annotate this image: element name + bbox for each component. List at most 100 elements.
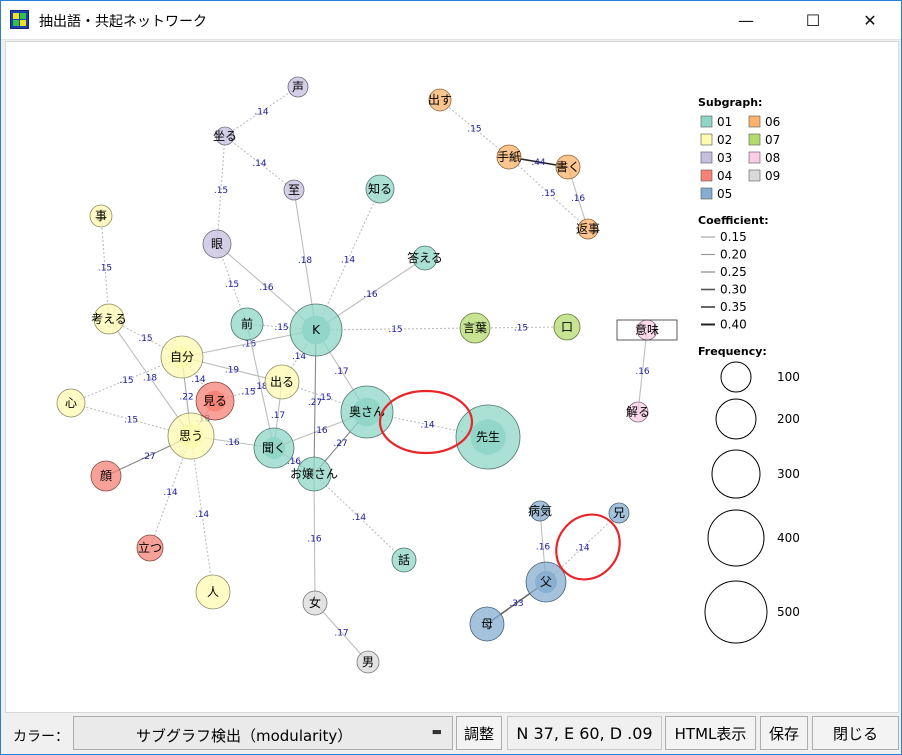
node-至[interactable]: 至	[283, 179, 305, 201]
node-label: 出る	[270, 375, 294, 389]
edge-weight-label: .22	[179, 393, 193, 403]
network-canvas[interactable]: .14.14.15.18.14.16.16.15.15.15.15.44.15.…	[5, 41, 899, 713]
node-circle	[287, 76, 309, 98]
node-返事[interactable]: 返事	[576, 218, 600, 240]
node-立つ[interactable]: 立つ	[136, 534, 164, 562]
adjust-button[interactable]: 調整	[456, 716, 502, 750]
legend-swatch	[748, 151, 761, 164]
legend-subgraph-id: 04	[717, 169, 732, 183]
node-label: 女	[309, 595, 321, 610]
edge-weight-label: .15	[241, 388, 255, 398]
node-書く[interactable]: 書く	[555, 154, 581, 180]
node-label: 立つ	[138, 540, 162, 555]
legend-swatch	[748, 133, 761, 146]
node-兄[interactable]: 兄	[608, 502, 630, 524]
legend-frequency-title: Frequency:	[698, 345, 767, 358]
node-言葉[interactable]: 言葉	[459, 312, 491, 344]
color-mode-dropdown[interactable]: サブグラフ検出（modularity） ▬	[73, 716, 453, 750]
html-view-button[interactable]: HTML表示	[665, 716, 756, 750]
node-circle	[529, 500, 551, 522]
highlight-ellipse	[555, 513, 621, 581]
node-見る[interactable]: 見る	[195, 381, 235, 421]
edge-weight-label: .14	[341, 256, 356, 266]
node-解る[interactable]: 解る	[626, 401, 650, 423]
node-circle	[608, 502, 630, 524]
legend-frequency-value: 100	[777, 370, 800, 384]
node-男[interactable]: 男	[356, 650, 380, 674]
node-circle	[496, 144, 522, 170]
edge-考える-思う	[108, 318, 192, 437]
title-bar: 抽出語・共起ネットワーク — ☐ ✕	[1, 1, 901, 40]
maximize-icon: ☐	[805, 10, 821, 30]
node-出す[interactable]: 出す	[428, 88, 452, 112]
edge-weight-label: .15	[138, 334, 152, 344]
node-眼[interactable]: 眼	[202, 229, 232, 259]
edge-意味-解る	[637, 329, 648, 413]
node-circle	[356, 650, 380, 674]
edge-weight-label: .16	[571, 194, 586, 204]
node-K[interactable]: K	[289, 303, 343, 357]
node-circle	[283, 179, 305, 201]
node-父[interactable]: 父	[525, 561, 567, 603]
node-話[interactable]: 話	[391, 547, 417, 573]
node-出る[interactable]: 出る	[264, 364, 300, 400]
close-window-button[interactable]: ✕	[847, 1, 893, 39]
node-人[interactable]: 人	[195, 574, 231, 610]
node-label: 坐る	[213, 129, 237, 143]
edge-weight-label: .14	[420, 421, 435, 431]
legend-frequency-circle	[704, 580, 768, 644]
node-聞く[interactable]: 聞く	[253, 427, 295, 469]
edge-言葉-口	[474, 326, 568, 329]
node-声[interactable]: 声	[287, 76, 309, 98]
save-button[interactable]: 保存	[760, 716, 808, 750]
node-事[interactable]: 事	[89, 204, 113, 228]
edge-weight-label: .16	[635, 367, 650, 377]
node-答える[interactable]: 答える	[407, 245, 443, 271]
minimize-button[interactable]: —	[723, 1, 769, 39]
node-意味[interactable]: 意味	[616, 319, 678, 341]
edge-兄-父	[545, 512, 620, 583]
edge-weight-label: .16	[242, 340, 257, 350]
edge-weight-label: .17	[271, 411, 285, 421]
node-前[interactable]: 前	[230, 307, 264, 341]
node-label: 意味	[635, 322, 659, 337]
window-title: 抽出語・共起ネットワーク	[39, 14, 207, 30]
node-知る[interactable]: 知る	[365, 174, 395, 204]
edge-weight-label: .15	[225, 280, 239, 290]
node-奥さん[interactable]: 奥さん	[340, 385, 394, 439]
edge-前-聞く	[246, 323, 275, 449]
legend-subgraph-id: 05	[717, 187, 732, 201]
maximize-button[interactable]: ☐	[790, 1, 836, 39]
edge-K-言葉	[315, 327, 476, 331]
edge-weight-label: .16	[307, 535, 322, 545]
node-手紙[interactable]: 手紙	[496, 144, 522, 170]
node-思う[interactable]: 思う	[167, 412, 215, 460]
legend-subgraph-id: 09	[765, 169, 780, 183]
node-circle	[264, 364, 300, 400]
close-button[interactable]: 閉じる	[812, 716, 899, 750]
node-女[interactable]: 女	[302, 590, 328, 616]
node-坐る[interactable]: 坐る	[213, 126, 237, 146]
node-label: 考える	[91, 312, 127, 326]
legend-frequency-circle	[707, 509, 765, 567]
legend-frequency-value: 200	[777, 412, 800, 426]
node-病気[interactable]: 病気	[528, 500, 552, 522]
legend-frequency-circle	[720, 361, 752, 393]
node-label: K	[312, 323, 321, 337]
edge-weight-label: .16	[363, 290, 378, 300]
node-心[interactable]: 心	[56, 388, 86, 418]
node-label: 口	[561, 320, 573, 334]
node-circle	[555, 154, 581, 180]
edge-出る-奥さん	[281, 381, 368, 413]
node-selection-box	[616, 319, 678, 341]
edge-weight-label: .15	[467, 125, 481, 135]
node-お嬢さん[interactable]: お嬢さん	[290, 456, 338, 492]
node-顔[interactable]: 顔	[90, 460, 122, 492]
node-口[interactable]: 口	[553, 313, 581, 341]
node-label: 解る	[626, 405, 650, 419]
node-母[interactable]: 母	[469, 606, 505, 642]
node-考える[interactable]: 考える	[91, 303, 127, 335]
edge-weight-label: .15	[388, 325, 402, 335]
node-自分[interactable]: 自分	[160, 335, 204, 379]
minimize-icon: —	[738, 10, 754, 30]
